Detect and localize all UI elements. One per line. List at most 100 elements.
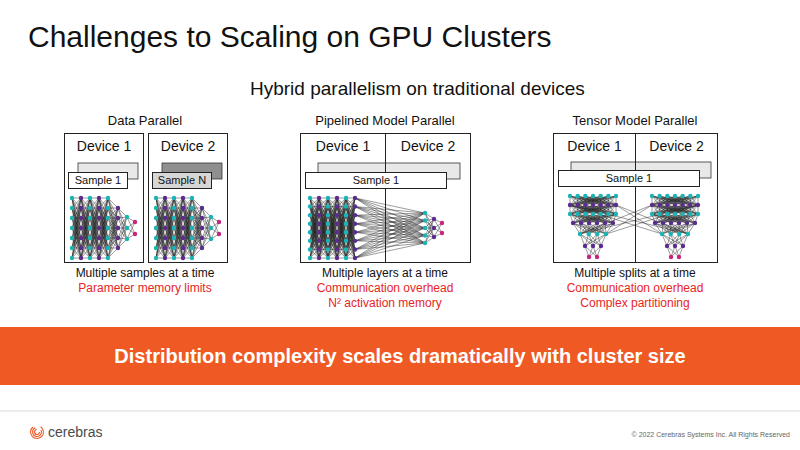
neuron: [106, 246, 110, 250]
summary-band: Distribution complexity scales dramatica…: [0, 327, 800, 385]
sample-box: Sample 1: [558, 170, 700, 187]
neuron: [614, 212, 618, 216]
net-link: [99, 228, 108, 258]
neuron: [583, 244, 587, 248]
panel-caption: Communication overhead: [485, 282, 785, 296]
neuron: [163, 256, 167, 260]
neuron: [335, 230, 339, 234]
neuron: [154, 256, 158, 260]
neuron: [432, 235, 436, 239]
net-link: [671, 223, 695, 234]
neuron: [70, 246, 74, 250]
neuron: [106, 216, 110, 220]
neuron: [591, 244, 595, 248]
neuron: [172, 196, 176, 200]
neuron: [606, 194, 610, 198]
neuron: [97, 196, 101, 200]
sample-label: Sample 1: [75, 174, 121, 187]
neuron: [598, 212, 602, 216]
slide-title: Challenges to Scaling on GPU Clusters: [28, 20, 552, 55]
neuron: [106, 206, 110, 210]
neuron: [317, 247, 321, 251]
neuron: [575, 203, 579, 207]
neuron: [423, 218, 427, 222]
panel-heading: Data Parallel: [0, 114, 295, 129]
neuron: [317, 239, 321, 243]
neuron: [172, 206, 176, 210]
neuron: [696, 203, 700, 207]
net-link: [578, 205, 616, 214]
device-label: Device 1: [316, 138, 370, 154]
net-link: [425, 219, 434, 243]
neuron: [591, 203, 595, 207]
neuron: [657, 194, 661, 198]
neuron: [598, 203, 602, 207]
net-link: [72, 208, 81, 258]
neuron: [106, 226, 110, 230]
device-box: Device 2: [385, 133, 471, 263]
sample-label: Sample 1: [606, 172, 652, 185]
net-link: [660, 205, 698, 214]
net-link: [127, 217, 135, 234]
neuron: [335, 239, 339, 243]
neuron: [209, 226, 213, 230]
neuron: [200, 216, 204, 220]
neuron: [181, 196, 185, 200]
net-link: [346, 215, 355, 258]
net-link: [165, 228, 174, 258]
device-box: Device 2Sample N: [148, 133, 228, 263]
net-link: [211, 222, 219, 239]
neuron: [568, 194, 572, 198]
neuron: [661, 221, 665, 225]
net-link: [337, 215, 346, 258]
neuron: [190, 216, 194, 220]
neuron: [568, 212, 572, 216]
neuron: [217, 220, 221, 224]
net-link: [310, 215, 319, 258]
neuron: [88, 206, 92, 210]
neuron: [154, 246, 158, 250]
neuron: [696, 212, 700, 216]
neuron: [88, 226, 92, 230]
neuron: [326, 196, 330, 200]
net-link: [156, 208, 165, 258]
neuron: [88, 236, 92, 240]
net-link: [589, 223, 613, 234]
net-link: [90, 208, 99, 258]
net-link: [202, 217, 211, 248]
net-link: [174, 208, 183, 258]
neuron: [673, 244, 677, 248]
neuron: [97, 206, 101, 210]
neuron: [97, 256, 101, 260]
neuron: [335, 222, 339, 226]
net-link: [319, 232, 328, 258]
neuron: [116, 246, 120, 250]
neuron: [673, 203, 677, 207]
neuron: [603, 221, 607, 225]
neuron: [190, 196, 194, 200]
neuron: [688, 212, 692, 216]
neural-net: [70, 196, 137, 260]
net-link: [355, 198, 425, 243]
neuron: [116, 226, 120, 230]
logo-mark: [30, 426, 44, 439]
net-link: [355, 236, 425, 259]
neuron: [326, 213, 330, 217]
neuron: [154, 236, 158, 240]
panel-caption: Multiple splits at a time: [485, 267, 785, 281]
net-link: [108, 228, 118, 258]
neuron: [181, 206, 185, 210]
neuron: [344, 256, 348, 260]
neuron: [70, 196, 74, 200]
neuron: [587, 255, 591, 259]
net-link: [118, 217, 127, 248]
neuron: [172, 236, 176, 240]
net-link: [328, 215, 337, 258]
neuron: [595, 221, 599, 225]
net-link: [355, 213, 425, 258]
neuron: [154, 196, 158, 200]
neuron: [70, 236, 74, 240]
neuron: [133, 220, 137, 224]
neuron: [70, 226, 74, 230]
neuron: [353, 222, 357, 226]
